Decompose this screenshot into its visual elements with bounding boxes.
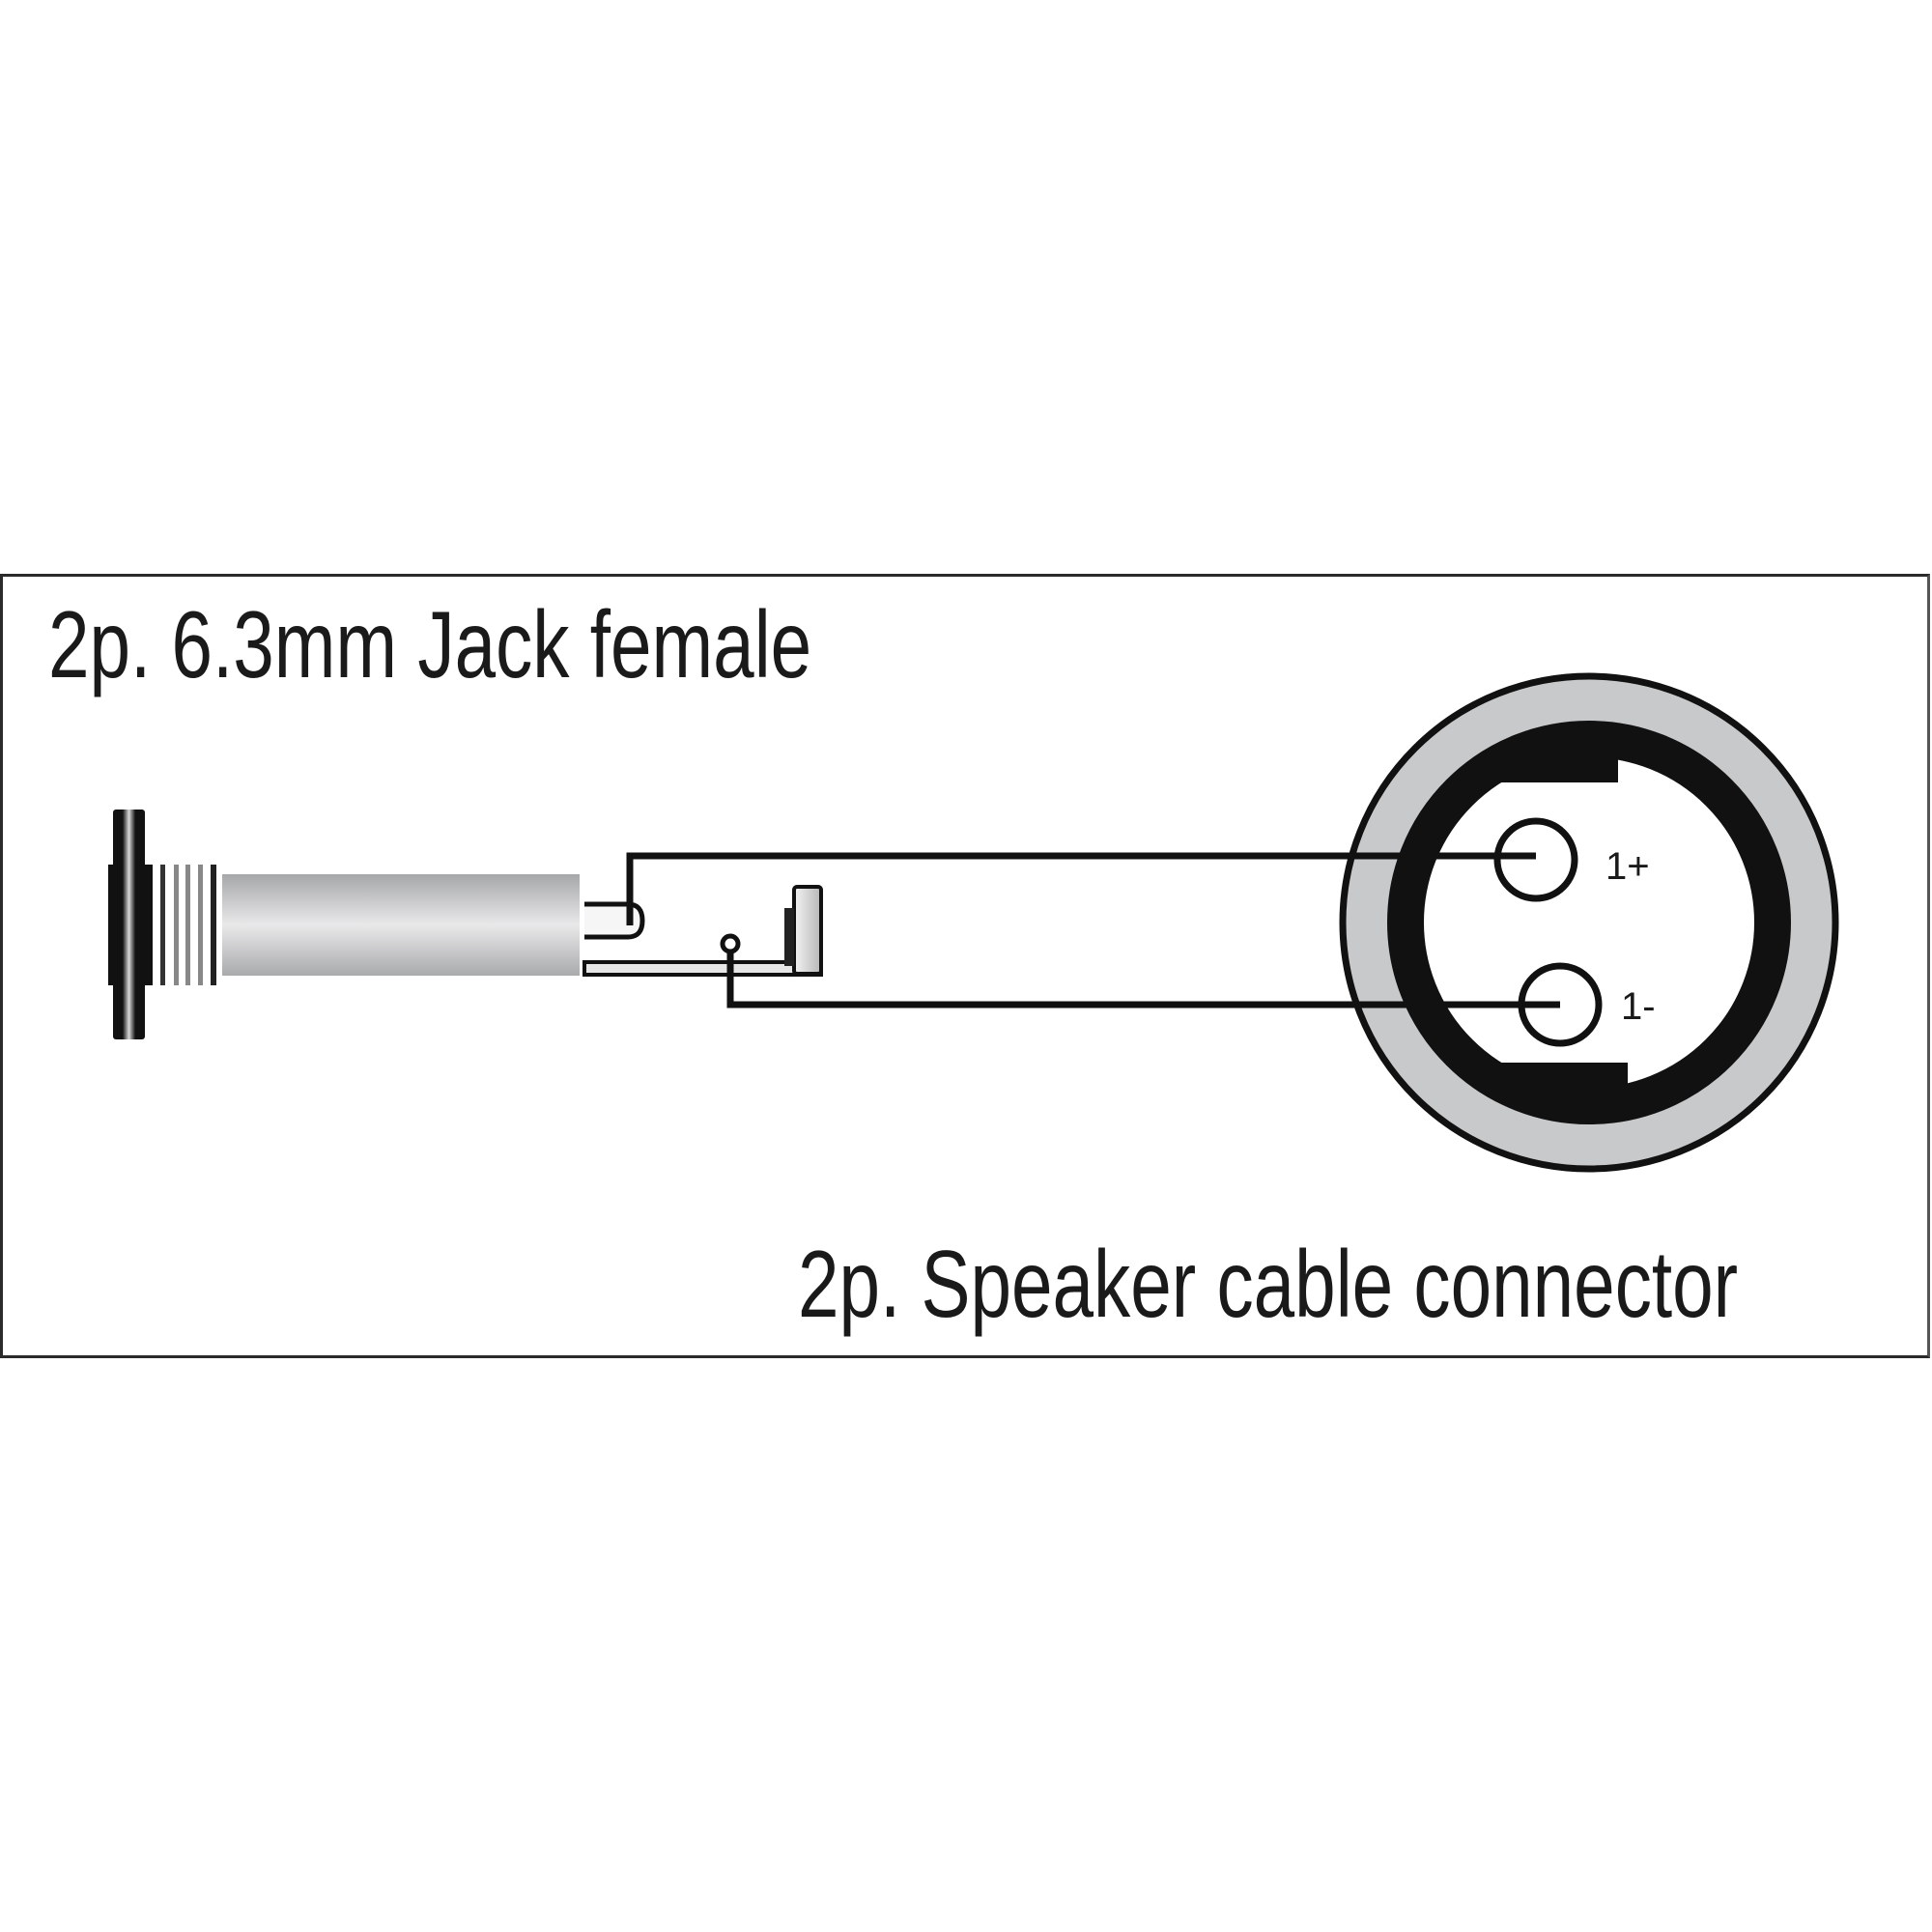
wire-sleeve-to-pin1minus xyxy=(726,952,1560,1009)
speaker-connector-icon xyxy=(1333,672,1839,1173)
jack-title: 2p. 6.3mm Jack female xyxy=(48,591,812,697)
pin-1minus-label: 1- xyxy=(1621,985,1656,1028)
speaker-connector-title: 2p. Speaker cable connector xyxy=(798,1231,1739,1337)
wire-tip-to-pin1plus xyxy=(626,852,1536,925)
jack-connector-icon xyxy=(108,810,823,1039)
pin-1minus-icon xyxy=(1518,962,1603,1047)
pin-1plus-icon xyxy=(1493,817,1578,902)
pin-1plus-label: 1+ xyxy=(1605,845,1650,888)
